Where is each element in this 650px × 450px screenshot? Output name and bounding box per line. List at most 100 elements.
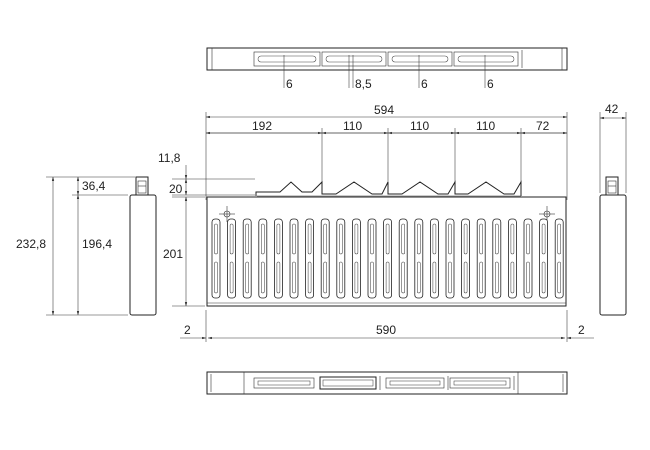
vent-slot-inner [463,261,468,294]
vent-slot [492,218,502,299]
vent-slot-inner [557,261,561,294]
vent-slot [461,218,471,299]
vent-slot-inner [370,223,374,255]
segment-label-3: 110 [410,119,429,133]
vent-slot-inner [323,223,327,255]
top-slot-width-1: 6 [286,77,293,91]
vent-slot [554,218,564,299]
front-view: 594 192 110 110 110 72 [158,103,594,342]
vent-slot [336,218,346,299]
vent-slot [320,218,330,299]
vent-slot-inner [292,223,296,255]
vent-slot-inner [339,261,343,294]
vent-slot-inner [370,261,374,294]
top-view: 6 8,5 6 6 [206,47,568,91]
mount-hole-left [219,206,235,222]
vent-slot-inner [354,261,359,294]
left-side-view: 232,8 36,4 196,4 [16,176,157,316]
top-slot-4 [453,51,519,67]
overall-width-label: 594 [374,103,394,117]
vent-slot-inner [510,223,515,255]
vent-slot [227,218,237,299]
vent-slot-inner [354,223,359,255]
vent-slot [476,218,486,299]
vent-slot-inner [541,261,546,294]
top-slot-width-4: 6 [487,77,494,91]
vent-slot [507,218,517,299]
vent-slot [539,218,548,299]
vent-slot-inner [417,223,421,255]
vent-slot-inner [526,261,530,294]
top-slot-1 [253,51,321,67]
vent-slot [289,218,299,299]
vent-slot-inner [479,261,483,294]
bottom-view [206,371,568,395]
vent-slot-inner [214,261,218,294]
vent-slot-inner [479,223,483,255]
mount-height-label: 20 [169,182,183,196]
vent-slot-inner [245,261,249,294]
vent-slot-inner [557,223,561,255]
right-margin-label: 2 [578,323,585,337]
vent-slot-inner [229,261,234,294]
vent-slot [273,218,283,299]
vent-slot-inner [245,223,249,255]
segment-label-4: 110 [476,119,495,133]
vent-slot-inner [276,223,281,255]
vent-slot-inner [448,223,452,255]
vent-slot-inner [323,261,327,294]
vent-slot-inner [339,223,343,255]
vent-slot-inner [307,223,312,255]
vent-slot-inner [432,223,437,255]
vent-slot-inner [214,223,218,255]
vent-slot [305,218,315,299]
vent-slot-inner [401,223,405,255]
vent-slot-inner [495,261,499,294]
top-slot-width-2: 8,5 [355,77,372,91]
vent-slot-inner [448,261,452,294]
vent-slot [429,218,439,299]
body-height-label: 201 [163,247,183,261]
segment-label-1: 192 [252,119,272,133]
vent-slot [211,218,221,299]
vent-slot-inner [401,261,405,294]
vent-slot [258,218,268,299]
vent-slot [351,218,361,299]
top-offset-label: 11,8 [158,151,181,165]
left-margin-label: 2 [184,323,191,337]
vent-slot-inner [261,223,265,255]
top-part-label: 36,4 [82,179,106,193]
vent-slot-inner [385,261,390,294]
vent-slot-inner [229,223,234,255]
vent-slots [211,218,564,299]
vent-slot [523,218,533,299]
vent-slot-inner [307,261,312,294]
vent-slot [414,218,424,299]
vent-slot-inner [261,261,265,294]
bottom-width-label: 590 [376,323,396,337]
segment-label-5: 72 [536,119,550,133]
vent-slot [242,218,252,299]
vent-slot-inner [432,261,437,294]
top-slot-3 [387,51,453,67]
total-height-label: 232,8 [16,237,46,251]
lower-part-label: 196,4 [82,237,112,251]
vent-slot-inner [417,261,421,294]
vent-slot-inner [292,261,296,294]
vent-slot [445,218,455,299]
vent-slot-inner [495,223,499,255]
top-slot-2 [321,51,387,67]
vent-slot-inner [541,223,546,255]
top-slot-width-3: 6 [421,77,428,91]
vent-slot-inner [463,223,468,255]
vent-slot [367,218,377,299]
depth-label: 42 [605,102,619,116]
vent-slot [398,218,408,299]
right-side-view: 42 [599,102,627,316]
vent-slot-inner [526,223,530,255]
vent-slot [383,218,393,299]
vent-slot-inner [510,261,515,294]
mount-bracket [255,180,522,196]
segment-label-2: 110 [343,119,362,133]
